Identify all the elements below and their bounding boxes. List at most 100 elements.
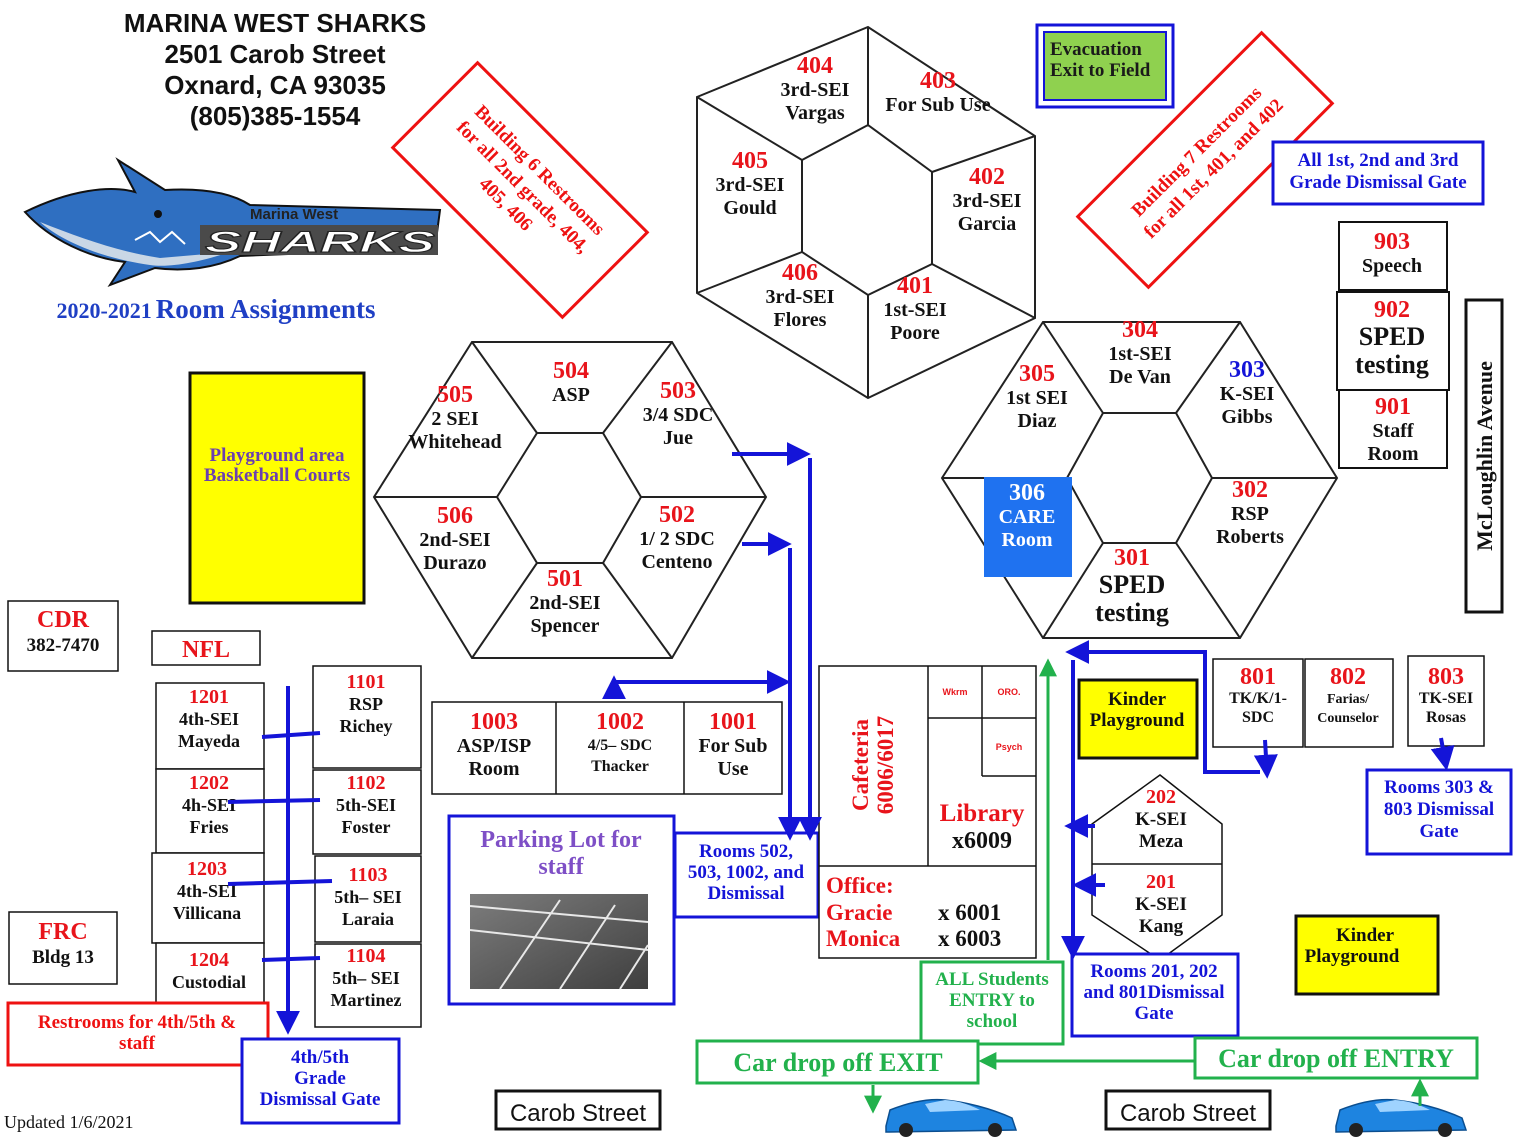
room-text: Martinez xyxy=(331,990,402,1010)
building-5 xyxy=(372,341,768,659)
room-text: TK/K/1- xyxy=(1229,690,1287,707)
room-text: testing xyxy=(1095,598,1169,627)
room-number: 301 xyxy=(1114,545,1150,571)
library-label: Library xyxy=(940,800,1025,827)
gate-303-803: Rooms 303 & 803 Dismissal Gate xyxy=(1365,768,1513,856)
restroom-sign-building-7: Building 7 Restrooms for all 1st, 401, a… xyxy=(1075,30,1335,290)
room-text: Spencer xyxy=(531,615,600,637)
room-number: 501 xyxy=(547,566,583,592)
room-text: De Van xyxy=(1109,366,1171,388)
school-name: MARINA WEST SHARKS xyxy=(123,8,427,38)
room-text: 5th– SEI xyxy=(332,968,400,988)
car-icon xyxy=(1335,1098,1468,1137)
svg-text:Grade: Grade xyxy=(294,1068,346,1089)
room-number: 803 xyxy=(1428,664,1464,690)
room-number: 305 xyxy=(1019,361,1055,387)
room-text: Richey xyxy=(340,716,393,736)
room-text: Room xyxy=(1001,529,1052,551)
nfl-box: NFL xyxy=(151,630,261,666)
room-text: SPED xyxy=(1359,322,1425,351)
room-text: Fries xyxy=(190,817,229,837)
office-label: Office: xyxy=(826,873,894,898)
room-number: 302 xyxy=(1232,477,1268,503)
room-text: 3rd-SEI xyxy=(953,190,1022,212)
room-text: 3rd-SEI xyxy=(781,79,850,101)
room-number: 1204 xyxy=(189,949,229,971)
room-text: Diaz xyxy=(1018,410,1057,432)
rooms-900 xyxy=(1336,221,1450,469)
svg-text:Gracie: Gracie xyxy=(826,900,892,925)
room-number: 902 xyxy=(1374,297,1410,323)
rooms-1200 xyxy=(151,682,265,1004)
room-text: K-SEI xyxy=(1135,894,1187,915)
svg-text:Monica: Monica xyxy=(826,926,901,951)
room-text: RSP xyxy=(349,694,383,714)
svg-text:and 801Dismissal: and 801Dismissal xyxy=(1084,982,1225,1003)
svg-text:McLoughlin Avenue: McLoughlin Avenue xyxy=(1472,361,1497,551)
kinder-playground-2: Kinder Playground xyxy=(1294,914,1440,996)
kinder-playground-1: Kinder Playground xyxy=(1077,678,1199,760)
svg-text:Gate: Gate xyxy=(1419,821,1458,842)
school-phone: (805)385-1554 xyxy=(189,101,361,131)
svg-text:x 6003: x 6003 xyxy=(938,926,1001,951)
room-text: 5th-SEI xyxy=(336,795,396,815)
room-text: 3rd-SEI xyxy=(716,174,785,196)
room-number: 502 xyxy=(659,502,695,528)
updated-date: Updated 1/6/2021 xyxy=(4,1112,134,1132)
cdr-box: CDR 382-7470 xyxy=(7,600,119,672)
gate-502: Rooms 502, 503, 1002, and Dismissal xyxy=(673,831,820,919)
room-number: 1003 xyxy=(470,709,518,735)
room-number: 1203 xyxy=(187,858,227,880)
room-text: ASP/ISP xyxy=(457,735,531,757)
room-text: Meza xyxy=(1139,831,1184,852)
svg-text:Dismissal Gate: Dismissal Gate xyxy=(260,1089,381,1110)
room-number: 403 xyxy=(920,68,956,94)
room-text: Speech xyxy=(1362,255,1422,277)
room-number: 202 xyxy=(1146,786,1176,808)
room-number: 506 xyxy=(437,503,473,529)
svg-text:Rooms 502,: Rooms 502, xyxy=(699,841,793,862)
rooms-1100 xyxy=(312,665,422,1028)
room-text: 4/5– SDC xyxy=(588,737,652,754)
svg-text:All 1st, 2nd and 3rd: All 1st, 2nd and 3rd xyxy=(1297,150,1458,171)
room-text: For Sub xyxy=(698,735,767,757)
room-number: 1104 xyxy=(347,945,386,967)
room-text: TK-SEI xyxy=(1419,690,1473,707)
room-text: testing xyxy=(1355,350,1429,379)
svg-text:Basketball Courts: Basketball Courts xyxy=(204,465,350,486)
svg-text:382-7470: 382-7470 xyxy=(27,635,100,656)
playground-area: Playground area Basketball Courts xyxy=(188,371,366,605)
logo-text-main: SHARKS xyxy=(205,226,435,259)
car-icon xyxy=(885,1098,1018,1137)
building-2 xyxy=(1091,774,1223,961)
room-number: 402 xyxy=(969,164,1005,190)
carob-street-1: Carob Street xyxy=(494,1089,662,1131)
room-text: 4h-SEI xyxy=(182,795,236,815)
building-4 xyxy=(696,25,1036,400)
room-text: Centeno xyxy=(641,551,712,573)
room-number: 1102 xyxy=(347,772,386,794)
svg-text:Bldg 13: Bldg 13 xyxy=(32,947,94,968)
room-text: 4th-SEI xyxy=(177,881,237,901)
room-text: K-SEI xyxy=(1220,383,1275,405)
room-text: Roberts xyxy=(1216,526,1284,548)
restroom-4th-5th: Restrooms for 4th/5th & staff xyxy=(6,1001,270,1067)
room-text: Villicana xyxy=(173,903,241,923)
